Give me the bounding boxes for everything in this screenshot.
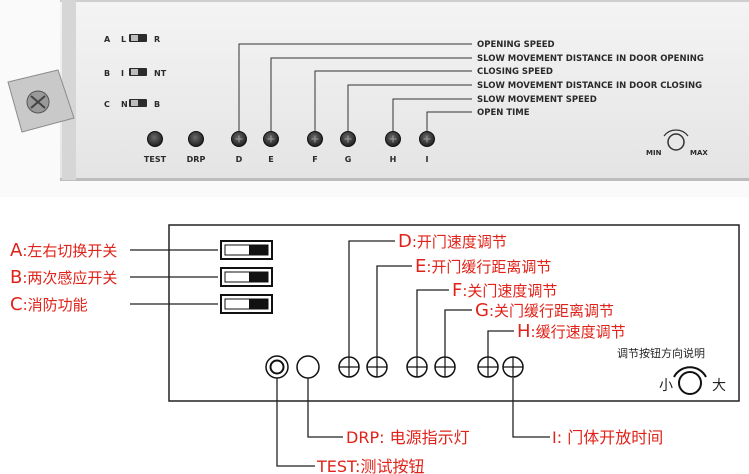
- switch-label: C:消防功能: [10, 294, 88, 315]
- photo-leader-label: SLOW MOVEMENT DISTANCE IN DOOR CLOSING: [477, 81, 702, 91]
- adjuster-leader-line: [487, 330, 514, 357]
- adjuster-label: E:开门缓行距离调节: [415, 256, 551, 277]
- drp-label: DRP: 电源指示灯: [346, 428, 470, 447]
- adjuster-leader-line: [348, 240, 395, 357]
- photo-switch-right: B: [154, 100, 160, 109]
- photo-leader-line: [270, 57, 472, 131]
- photo-leader-line: [238, 43, 472, 131]
- adjuster-label: G:关门缓行距离调节: [475, 300, 614, 321]
- mounting-bracket-icon: [7, 69, 75, 133]
- photo-switch-mid: L: [121, 35, 126, 44]
- annotated-diagram: A:左右切换开关 B:两次感应开关 C:消防功能 D:开门速度调节 E:开门缓行距离调…: [0, 197, 749, 474]
- switch-label: A:左右切换开关: [10, 240, 117, 261]
- photo-switch-letter: A: [104, 35, 111, 44]
- photo-leader-label: OPEN TIME: [477, 108, 530, 118]
- photo-leader-line: [392, 98, 472, 131]
- photo-knob-label: H: [390, 155, 397, 164]
- photo-switch-mid: N: [121, 100, 128, 109]
- min-label: MIN: [646, 149, 662, 157]
- photo-leader-label: SLOW MOVEMENT DISTANCE IN DOOR OPENING: [477, 54, 704, 64]
- switch-toggle: [249, 299, 268, 309]
- large-label: 大: [712, 378, 726, 394]
- photo-switch-toggle: [131, 100, 138, 106]
- switch-label: B:两次感应开关: [10, 267, 117, 288]
- test-label: TEST:测试按钮: [316, 457, 424, 474]
- photo-knob: [188, 131, 204, 147]
- direction-title: 调节按钮方向说明: [617, 346, 705, 360]
- photo-knob-label: TEST: [144, 155, 167, 164]
- direction-dial-icon: [663, 129, 689, 151]
- photo-switch-letter: B: [104, 69, 110, 78]
- adjuster-label: D:开门速度调节: [398, 231, 507, 252]
- photo-leader-label: SLOW MOVEMENT SPEED: [477, 95, 597, 105]
- switch-toggle: [249, 272, 268, 282]
- photo-leader-label: OPENING SPEED: [477, 40, 555, 50]
- photo-knob-label: DRP: [187, 155, 206, 164]
- photo-knob-label: D: [236, 155, 243, 164]
- adjuster-label: H:缓行速度调节: [517, 321, 626, 342]
- direction-dial-icon: [673, 366, 707, 395]
- photo-knob: [147, 131, 163, 147]
- photo-leader-line: [426, 111, 472, 131]
- photo-switch-right: R: [154, 35, 160, 44]
- photo-switch-letter: C: [104, 100, 110, 109]
- photo-knob-label: I: [426, 155, 429, 164]
- adjuster-leader-line: [444, 309, 472, 357]
- photo-leader-label: CLOSING SPEED: [477, 67, 553, 77]
- photo-leader-line: [347, 84, 472, 131]
- adjuster-label: F:关门速度调节: [452, 280, 557, 301]
- photo-switch-right: NT: [154, 69, 167, 78]
- photo-switch-mid: I: [121, 69, 124, 78]
- small-label: 小: [659, 378, 673, 394]
- max-label: MAX: [690, 149, 708, 157]
- photo-knob-label: F: [312, 155, 317, 164]
- adjuster-leader-line: [416, 289, 449, 357]
- photo-knob-label: E: [268, 155, 273, 164]
- control-panel-photo: A L R B I NT C N B TEST DRP D E F G H I OPENING SPEED SL…: [0, 0, 749, 197]
- photo-knob-label: G: [345, 155, 352, 164]
- photo-leader-line: [314, 70, 472, 131]
- adjuster-leader-line: [376, 265, 412, 357]
- photo-switch-toggle: [131, 35, 138, 41]
- photo-switch-toggle: [131, 69, 138, 75]
- open-time-label: I: 门体开放时间: [552, 428, 663, 447]
- switch-toggle: [249, 245, 268, 255]
